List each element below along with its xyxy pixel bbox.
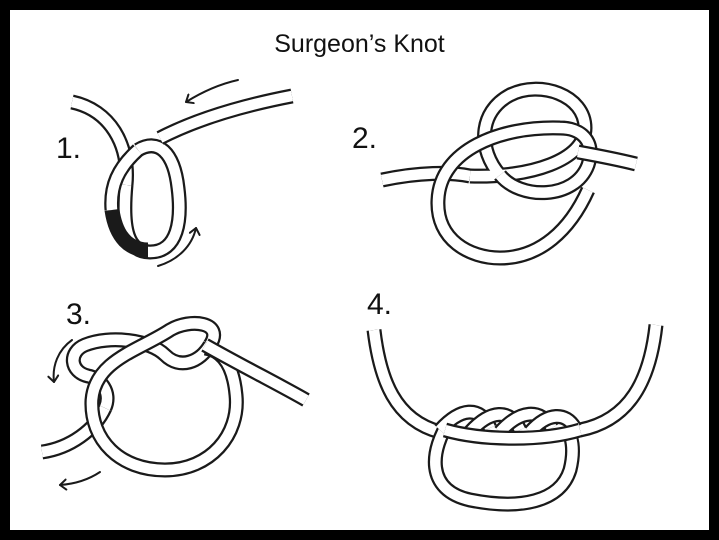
arrow-icon bbox=[186, 80, 238, 102]
step-3-illustration bbox=[42, 323, 306, 485]
step-2-illustration bbox=[382, 89, 636, 258]
step-4-illustration bbox=[374, 325, 656, 504]
step-1-illustration bbox=[72, 80, 292, 266]
arrow-icon bbox=[60, 472, 100, 485]
